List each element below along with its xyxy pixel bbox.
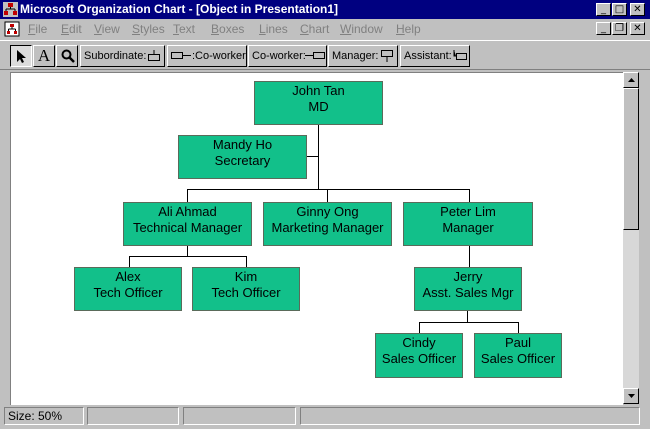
box-name: Jerry	[453, 269, 483, 284]
menu-chart[interactable]: Chart	[300, 22, 330, 36]
menu-edit[interactable]: Edit	[61, 22, 82, 36]
subordinate-box-icon	[148, 50, 160, 61]
box-name: Kim	[234, 269, 258, 284]
org-box-jerry[interactable]: Jerry Asst. Sales Mgr	[414, 267, 522, 311]
connector-line	[129, 256, 130, 268]
scroll-thumb[interactable]	[623, 88, 639, 230]
org-box-kim[interactable]: Kim Tech Officer	[192, 267, 300, 311]
assistant-box-icon	[453, 50, 467, 60]
connector-line	[469, 245, 470, 268]
box-title: Tech Officer	[211, 285, 281, 300]
magnifier-icon	[61, 49, 75, 63]
menu-window[interactable]: Window	[340, 22, 383, 36]
coworker-left-label: :Co-worker	[192, 50, 246, 62]
title-bar: Microsoft Organization Chart - [Object i…	[0, 0, 650, 19]
subordinate-label: Subordinate:	[84, 50, 147, 62]
close-button[interactable]: ✕	[630, 3, 645, 16]
menu-styles[interactable]: Styles	[132, 22, 165, 36]
menu-boxes[interactable]: Boxes	[211, 22, 245, 36]
connector-line	[187, 245, 188, 256]
connector-line	[419, 322, 519, 323]
menu-file[interactable]: File	[28, 22, 48, 36]
connector-line	[187, 189, 469, 190]
menu-help[interactable]: Help	[396, 22, 421, 36]
connector-line	[318, 125, 319, 189]
zoom-tool-button[interactable]	[56, 45, 78, 67]
coworker-left-button[interactable]: :Co-worker	[167, 45, 247, 67]
org-box-john-tan[interactable]: John Tan MD	[254, 81, 383, 125]
org-box-cindy[interactable]: Cindy Sales Officer	[375, 333, 463, 378]
status-panel	[183, 407, 296, 425]
scroll-down-arrow-icon	[628, 394, 635, 398]
select-tool-button[interactable]	[10, 45, 32, 67]
maximize-button[interactable]: □	[612, 3, 627, 16]
box-name: Mandy Ho	[212, 137, 273, 152]
box-title: Sales Officer	[480, 351, 556, 366]
doc-restore-button[interactable]: ❐	[612, 22, 627, 35]
status-panel	[87, 407, 179, 425]
box-name: Ginny Ong	[296, 204, 359, 219]
connector-line	[327, 189, 328, 203]
window-title: Microsoft Organization Chart - [Object i…	[20, 2, 339, 16]
subordinate-button[interactable]: Subordinate:	[80, 45, 165, 67]
doc-minimize-button[interactable]: _	[596, 22, 611, 35]
connector-line	[129, 256, 247, 257]
box-name: Paul	[504, 335, 532, 350]
chart-canvas[interactable]: John Tan MD Mandy Ho Secretary Ali Ahmad…	[10, 72, 623, 405]
org-box-ginny-ong[interactable]: Ginny Ong Marketing Manager	[263, 202, 392, 246]
assistant-button[interactable]: Assistant:	[400, 45, 470, 67]
box-title: MD	[308, 99, 329, 114]
scroll-down-button[interactable]	[623, 388, 639, 404]
box-title: Manager	[442, 220, 494, 235]
connector-line	[518, 322, 519, 333]
org-box-peter-lim[interactable]: Peter Lim Manager	[403, 202, 533, 246]
box-title: Marketing Manager	[271, 220, 384, 235]
box-title: Sales Officer	[381, 351, 457, 366]
coworker-right-button[interactable]: Co-worker:	[248, 45, 327, 67]
box-title: Secretary	[214, 153, 271, 168]
assistant-label: Assistant:	[404, 50, 452, 62]
zoom-size-status: Size: 50%	[4, 407, 84, 425]
box-title: Technical Manager	[132, 220, 243, 235]
toolbar: A Subordinate: :Co-worker Co-worker: Man…	[0, 40, 650, 70]
coworker-right-box-icon	[305, 52, 325, 59]
org-box-alex[interactable]: Alex Tech Officer	[74, 267, 182, 311]
connector-line	[469, 189, 470, 203]
connector-line	[246, 256, 247, 268]
status-bar: Size: 50%	[0, 405, 650, 429]
box-name: John Tan	[292, 83, 345, 98]
manager-button[interactable]: Manager:	[328, 45, 398, 67]
org-box-paul[interactable]: Paul Sales Officer	[474, 333, 562, 378]
document-icon[interactable]	[4, 21, 20, 37]
org-box-mandy-ho[interactable]: Mandy Ho Secretary	[178, 135, 307, 179]
menu-view[interactable]: View	[94, 22, 120, 36]
org-box-ali-ahmad[interactable]: Ali Ahmad Technical Manager	[123, 202, 252, 246]
minimize-button[interactable]: _	[596, 3, 611, 16]
connector-line	[467, 311, 468, 322]
connector-line	[306, 156, 318, 157]
manager-box-icon	[381, 50, 393, 62]
scroll-up-arrow-icon	[628, 78, 635, 82]
menu-lines[interactable]: Lines	[259, 22, 288, 36]
box-title: Asst. Sales Mgr	[422, 285, 514, 300]
box-title: Tech Officer	[93, 285, 163, 300]
status-panel	[300, 407, 640, 425]
scroll-up-button[interactable]	[623, 72, 639, 88]
coworker-left-box-icon	[171, 52, 191, 59]
vertical-scrollbar[interactable]	[623, 72, 639, 404]
menu-bar: File Edit View Styles Text Boxes Lines C…	[0, 19, 650, 39]
text-tool-button[interactable]: A	[33, 45, 55, 67]
coworker-right-label: Co-worker:	[252, 50, 306, 62]
connector-line	[419, 322, 420, 333]
connector-line	[187, 189, 188, 203]
org-chart-app-icon[interactable]	[3, 2, 18, 17]
select-arrow-icon	[17, 50, 26, 63]
manager-label: Manager:	[332, 50, 379, 62]
box-name: Cindy	[402, 335, 436, 350]
doc-close-button[interactable]: ✕	[630, 22, 645, 35]
box-name: Ali Ahmad	[158, 204, 217, 219]
menu-text[interactable]: Text	[173, 22, 196, 36]
box-name: Alex	[115, 269, 141, 284]
box-name: Peter Lim	[440, 204, 496, 219]
